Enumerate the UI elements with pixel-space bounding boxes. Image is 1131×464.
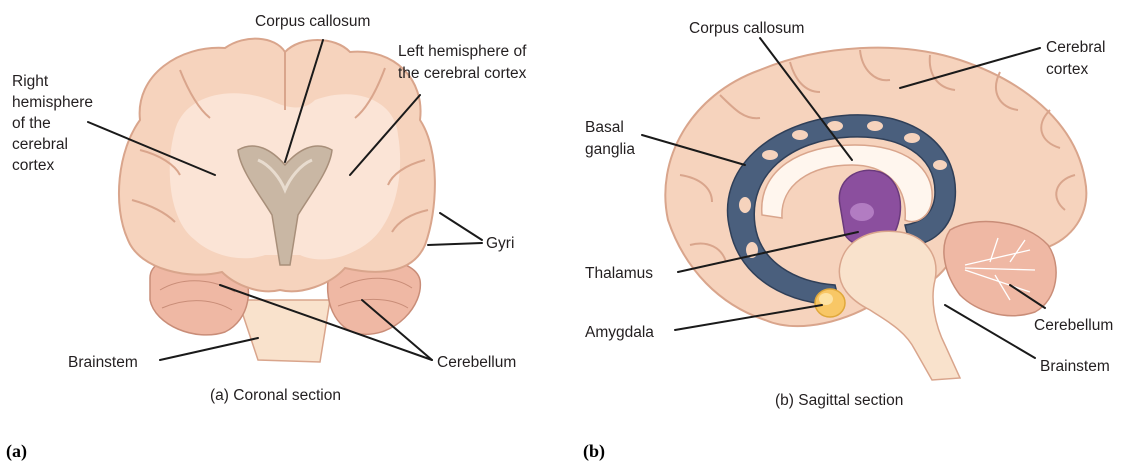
label-right-hemisphere-line4: cerebral bbox=[12, 136, 68, 153]
label-gyri: Gyri bbox=[486, 235, 514, 252]
panel-label-b: (b) bbox=[583, 441, 605, 462]
label-cerebral-cortex-line2: cortex bbox=[1046, 61, 1088, 78]
label-corpus-callosum-b: Corpus callosum bbox=[689, 20, 804, 37]
label-basal-ganglia-line1: Basal bbox=[585, 119, 624, 136]
leader-gyri-1 bbox=[440, 213, 482, 240]
coronal-brainstem bbox=[238, 300, 330, 362]
label-right-hemisphere-line1: Right bbox=[12, 73, 49, 90]
label-right-hemisphere-line3: of the bbox=[12, 115, 51, 132]
label-right-hemisphere-line2: hemisphere bbox=[12, 94, 93, 111]
coronal-section-diagram bbox=[119, 39, 435, 362]
label-left-hemisphere-line2: the cerebral cortex bbox=[398, 65, 527, 82]
label-right-hemisphere-line5: cortex bbox=[12, 157, 54, 174]
label-brainstem-b: Brainstem bbox=[1040, 358, 1110, 375]
label-cerebral-cortex-line1: Cerebral bbox=[1046, 39, 1105, 56]
label-amygdala: Amygdala bbox=[585, 324, 654, 341]
label-brainstem-a: Brainstem bbox=[68, 354, 138, 371]
label-thalamus: Thalamus bbox=[585, 265, 653, 282]
label-corpus-callosum-a: Corpus callosum bbox=[255, 13, 370, 30]
leader-gyri-2 bbox=[428, 243, 482, 245]
label-basal-ganglia-line2: ganglia bbox=[585, 141, 635, 158]
label-cerebellum-a: Cerebellum bbox=[437, 354, 516, 371]
panel-label-a: (a) bbox=[6, 441, 27, 462]
label-cerebellum-b: Cerebellum bbox=[1034, 317, 1113, 334]
leader-brainstem-a bbox=[160, 338, 258, 360]
sagittal-section-diagram bbox=[665, 48, 1086, 380]
caption-sagittal: (b) Sagittal section bbox=[775, 392, 903, 409]
thalamus-highlight bbox=[850, 203, 874, 221]
label-left-hemisphere-line1: Left hemisphere of bbox=[398, 43, 527, 60]
caption-coronal: (a) Coronal section bbox=[210, 387, 341, 404]
